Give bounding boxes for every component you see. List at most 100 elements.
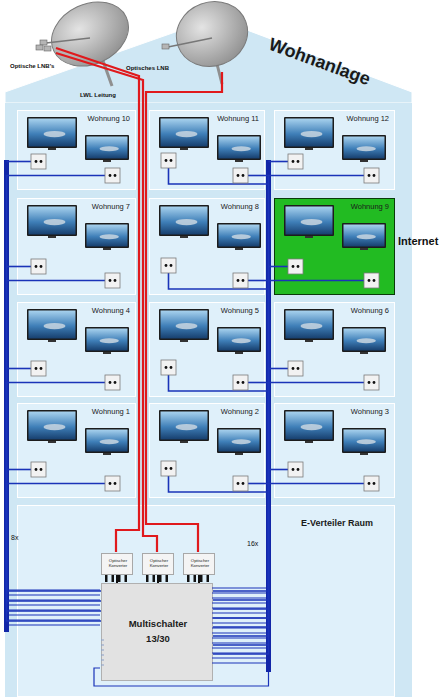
tv-stand xyxy=(48,148,56,150)
socket-wire xyxy=(269,368,289,370)
tv-picture xyxy=(100,146,119,151)
socket-hole xyxy=(170,159,173,162)
lnb-head xyxy=(40,40,47,45)
apartment-equipment xyxy=(269,117,387,183)
apartment-equipment xyxy=(7,117,130,183)
tv-set xyxy=(27,309,77,342)
connector-pin xyxy=(153,575,156,582)
tv-stand xyxy=(360,248,368,250)
tv-frame xyxy=(159,205,209,236)
socket-hole xyxy=(170,467,173,470)
socket-wire xyxy=(274,382,364,384)
port-tick xyxy=(101,665,104,666)
socket-hole xyxy=(292,160,295,163)
socket-wire xyxy=(7,469,32,471)
apartment-label: Wohnung 11 xyxy=(217,114,259,123)
apartment-equipment xyxy=(269,309,387,390)
coax-bundle-line xyxy=(9,589,100,590)
socket-plate xyxy=(233,273,248,288)
antenna-socket xyxy=(364,375,379,390)
tv-picture xyxy=(44,424,66,430)
socket-plate xyxy=(105,476,120,491)
socket-plate xyxy=(161,258,176,273)
apartment-equipment xyxy=(159,410,269,492)
annotation-label: LWL Leitung xyxy=(80,92,116,98)
lnb-head xyxy=(162,44,169,49)
tv-screen xyxy=(29,119,76,147)
socket-wire xyxy=(7,266,32,268)
lnb-head xyxy=(36,45,43,50)
connector-pin xyxy=(118,575,121,582)
antenna-socket xyxy=(31,259,46,274)
socket-plate xyxy=(288,259,303,274)
tv-stand xyxy=(48,236,56,238)
tv-set xyxy=(27,410,77,443)
tv-picture xyxy=(301,323,323,329)
socket-wire xyxy=(169,168,269,184)
antenna-socket xyxy=(288,462,303,477)
socket-hole xyxy=(114,482,117,485)
apartment-equipment xyxy=(269,205,387,288)
apartment-box: Wohnung 7 xyxy=(17,198,136,295)
apartment-box: Wohnung 1 xyxy=(17,403,136,498)
tv-frame xyxy=(159,117,209,148)
tv-screen xyxy=(87,430,128,452)
tv-screen xyxy=(286,412,333,440)
socket-hole xyxy=(297,265,300,268)
tv-screen xyxy=(344,225,385,247)
socket-hole xyxy=(109,279,112,282)
tv-set xyxy=(85,223,129,250)
antenna-socket xyxy=(105,375,120,390)
tv-frame xyxy=(284,117,334,148)
tv-picture xyxy=(357,234,376,239)
connector-pin xyxy=(166,575,169,582)
fibre-line xyxy=(56,48,139,552)
socket-plate xyxy=(161,461,176,476)
coax-bundle-line xyxy=(212,612,266,613)
building: WohnanlageWohnung 10Wohnung 11Wohnung 12… xyxy=(5,20,412,697)
socket-hole xyxy=(165,264,168,267)
dish-reflector xyxy=(41,0,139,78)
antenna-socket xyxy=(233,375,248,390)
apartment-box: Wohnung 10 xyxy=(17,110,136,190)
socket-plate xyxy=(31,259,46,274)
socket-hole xyxy=(373,381,376,384)
socket-hole xyxy=(292,265,295,268)
apartment-label: Wohnung 10 xyxy=(88,114,130,123)
converter-box: Optischer Konverter xyxy=(101,553,133,575)
socket-hole xyxy=(40,265,43,268)
tv-screen xyxy=(286,207,333,235)
tv-picture xyxy=(44,219,66,225)
socket-hole xyxy=(35,265,38,268)
coax-bundle-line xyxy=(9,604,100,605)
apartment-box: Wohnung 3 xyxy=(274,403,395,498)
tv-set xyxy=(342,135,386,162)
tv-screen xyxy=(161,119,208,147)
tv-stand xyxy=(305,340,313,342)
lnb-head xyxy=(44,46,51,51)
satellite-dish xyxy=(36,0,139,86)
coax-bundle-line xyxy=(212,602,266,603)
apartment-box: Wohnung 4 xyxy=(17,302,136,397)
tv-frame xyxy=(159,309,209,340)
room-label: E-Verteiler Raum xyxy=(301,518,373,528)
tv-set xyxy=(85,135,129,162)
connector-pin xyxy=(187,575,190,582)
apartment-box: Wohnung 12 xyxy=(274,110,395,190)
socket-plate xyxy=(364,375,379,390)
tv-screen xyxy=(161,412,208,440)
socket-plate xyxy=(161,360,176,375)
socket-hole xyxy=(297,367,300,370)
connector-pin xyxy=(125,575,128,582)
multiswitch-label: Multischalter 13/30 xyxy=(123,616,193,646)
coax-bundle-line xyxy=(212,617,266,618)
distribution-room: E-Verteiler RaumOptischer KonverterOptis… xyxy=(17,505,395,697)
socket-hole xyxy=(170,264,173,267)
port-tick xyxy=(101,660,104,661)
tv-frame xyxy=(284,205,334,236)
antenna-socket xyxy=(364,168,379,183)
socket-plate xyxy=(364,476,379,491)
tv-set xyxy=(159,205,209,238)
antenna-socket xyxy=(105,273,120,288)
